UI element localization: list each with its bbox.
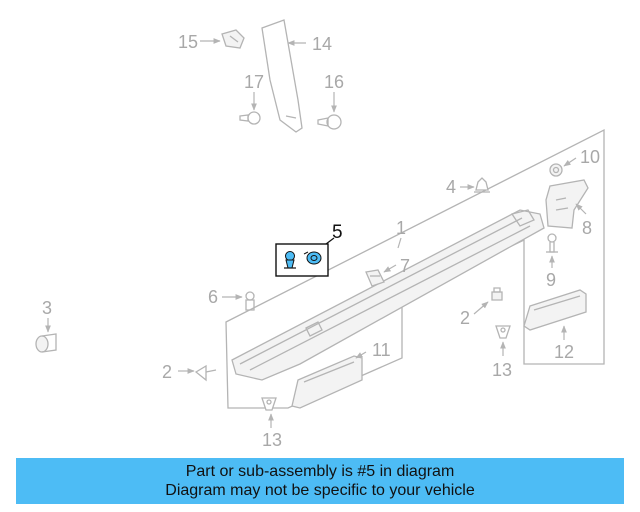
pin-6 [245, 291, 255, 311]
callout-16: 16 [324, 72, 344, 92]
grommet-13-left [261, 397, 277, 411]
callout-13-right: 13 [492, 360, 512, 380]
callout-11: 11 [372, 340, 391, 360]
parts-diagram: 15 14 17 16 10 4 8 1 5 7 9 6 3 2 12 11 1… [35, 19, 605, 450]
clip-17 [239, 111, 261, 125]
banner-line-2: Diagram may not be specific to your vehi… [165, 482, 475, 499]
callout-2-right: 2 [460, 308, 470, 328]
leader-lines [45, 38, 587, 428]
grommet-13-right [495, 325, 511, 339]
clip-15 [221, 29, 245, 49]
fastener-5a [284, 251, 296, 269]
trim-pad-11 [291, 355, 363, 409]
trim-pad-12 [523, 289, 587, 331]
callout-3: 3 [42, 298, 52, 318]
bolt-2-right [491, 287, 503, 301]
callout-17: 17 [244, 72, 264, 92]
bolt-2-left [194, 364, 217, 382]
callout-12: 12 [554, 342, 574, 362]
callout-5[interactable]: 5 [332, 222, 343, 243]
banner-line-1: Part or sub-assembly is #5 in diagram [185, 463, 455, 480]
cap-3 [35, 333, 57, 353]
callout-1: 1 [396, 218, 406, 238]
callout-6: 6 [208, 287, 218, 307]
callout-10: 10 [580, 147, 600, 167]
callout-4: 4 [446, 177, 456, 197]
callout-13-left: 13 [262, 430, 282, 450]
callout-8: 8 [582, 218, 592, 238]
callout-7: 7 [400, 256, 410, 276]
fastener-5b [303, 251, 322, 265]
callout-15: 15 [178, 32, 198, 52]
pillar-trim-14 [261, 19, 303, 133]
callout-9: 9 [546, 270, 556, 290]
clip-4 [474, 177, 490, 193]
pin-9 [546, 233, 558, 253]
callout-14: 14 [312, 34, 332, 54]
washer-10 [549, 163, 563, 177]
bracket-8 [545, 179, 589, 229]
callout-2-left: 2 [162, 362, 172, 382]
part-5-highlight[interactable] [275, 237, 335, 277]
clip-7 [365, 269, 385, 287]
clip-16 [317, 114, 342, 130]
info-banner: Part or sub-assembly is #5 in diagram Di… [16, 458, 624, 504]
